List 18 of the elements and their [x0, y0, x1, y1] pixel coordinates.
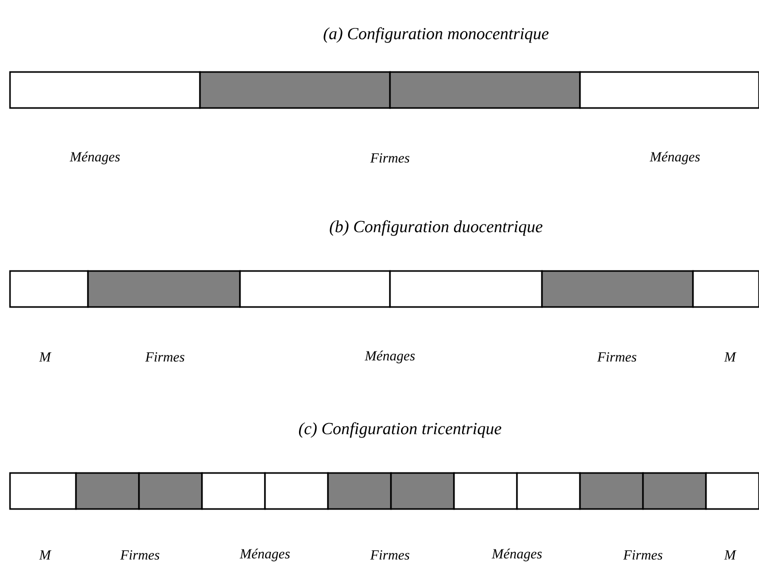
zone-label: Firmes: [120, 550, 160, 560]
zone-label: Firmes: [370, 550, 410, 560]
caption: (b) Configuration duocentrique: [330, 220, 542, 236]
zone-label: Ménages: [70, 152, 120, 164]
caption: (a) Configuration monocentrique: [324, 27, 549, 43]
zone-label: Ménages: [492, 548, 542, 562]
zone-label: Firmes: [597, 352, 636, 362]
zone-label: M: [39, 352, 52, 362]
zone-label: Ménages: [364, 350, 415, 364]
zone-label: M: [724, 550, 736, 560]
zone-label: Firmes: [370, 153, 410, 163]
zone-label: Firmes: [623, 550, 662, 560]
zone-label: Ménages: [650, 152, 700, 164]
zone-label: M: [724, 352, 736, 362]
zone-label: M: [39, 550, 52, 560]
zone-label: Firmes: [145, 352, 184, 362]
zone-label: Ménages: [240, 548, 290, 562]
caption: (c) Configuration tricentrique: [299, 422, 502, 438]
